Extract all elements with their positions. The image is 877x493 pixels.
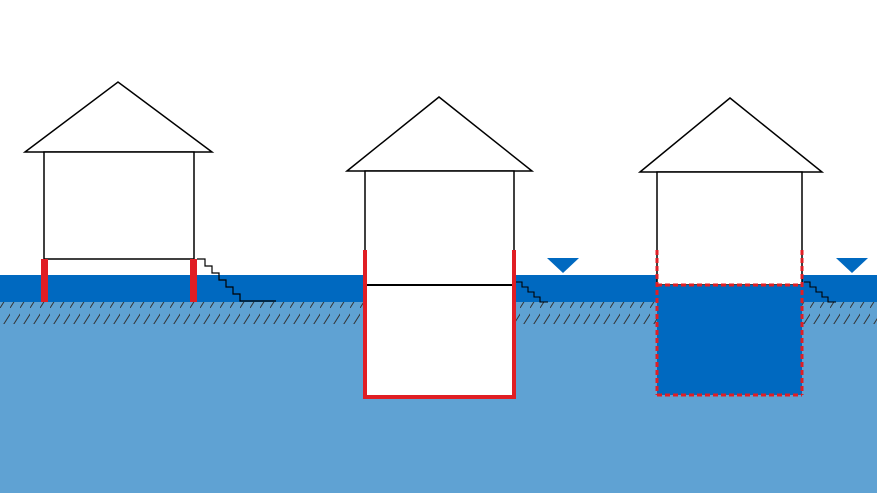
water-level-triangle-icon [547,258,579,273]
pier-right [190,259,197,302]
house-body [43,151,195,260]
house-upper [364,170,515,286]
basement [365,285,514,397]
stairs [197,258,276,302]
water-level-triangle-icon [836,258,868,273]
panel-wet-floodproofed-house [637,97,868,397]
stairs [516,281,548,303]
panel-dry-floodproofed-house [344,96,579,399]
house-upper [656,171,803,286]
sealed-walls [363,250,516,399]
flooded-basement [657,285,802,395]
stairs [804,281,836,303]
panel-elevated-house [22,81,276,302]
pier-left [41,259,48,302]
